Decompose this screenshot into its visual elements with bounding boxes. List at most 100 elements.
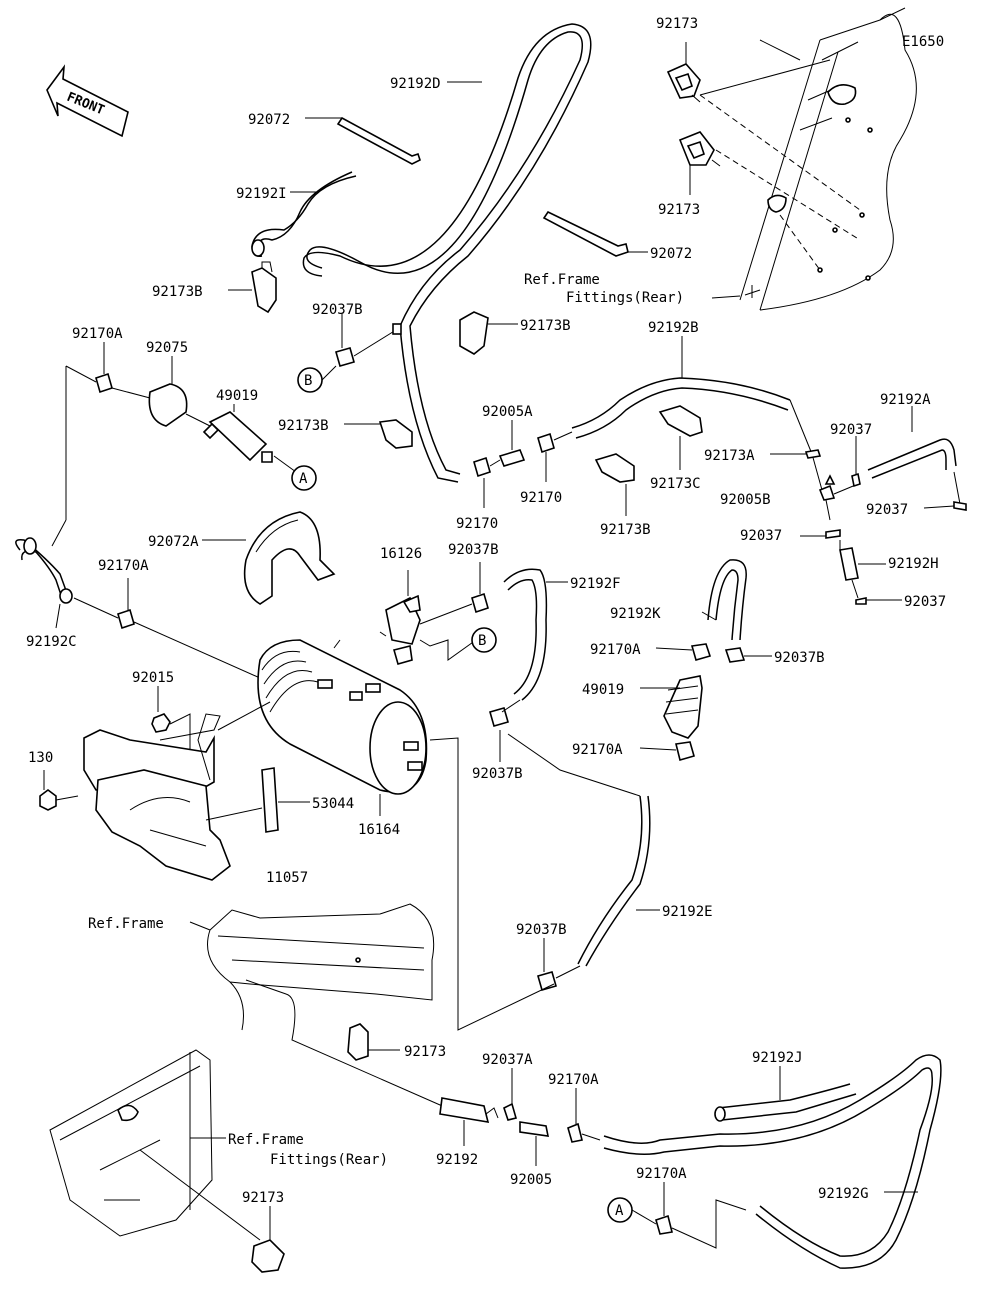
- label-16164: 16164: [358, 822, 400, 838]
- label-49019-a: 49019: [216, 388, 258, 404]
- label-92075: 92075: [146, 340, 188, 356]
- label-53044: 53044: [312, 796, 354, 812]
- clamps-92037-right: [770, 436, 967, 605]
- hose-92192: [439, 1097, 499, 1146]
- label-92170A-b: 92170A: [98, 558, 149, 574]
- label-92173C: 92173C: [650, 476, 701, 492]
- callout-A-lower-label: A: [615, 1203, 624, 1219]
- label-92015: 92015: [132, 670, 174, 686]
- callout-A-upper-label: A: [299, 471, 308, 487]
- ref-frame-fittings-2-line1: Ref.Frame: [228, 1132, 304, 1148]
- label-92192A: 92192A: [880, 392, 931, 408]
- label-92005A: 92005A: [482, 404, 533, 420]
- clamp-92170A-top: [65, 342, 151, 520]
- label-92192D: 92192D: [390, 76, 441, 92]
- hose-clip-92173B-left: [228, 261, 277, 314]
- hose-clip-92173B-lower: [594, 453, 635, 516]
- hose-clip-92173C: [658, 405, 703, 470]
- clamp-92170A-right: [655, 643, 712, 661]
- hose-92192E: [507, 733, 660, 967]
- canister-16164: [217, 639, 428, 816]
- label-92037B-a: 92037B: [312, 302, 363, 318]
- label-92037B-c: 92037B: [774, 650, 825, 666]
- label-92192I: 92192I: [236, 186, 287, 202]
- hose-clip-92173-top: [666, 42, 701, 103]
- clamp-92170A-bottom: [567, 1088, 601, 1143]
- label-92037B-e: 92037B: [516, 922, 567, 938]
- label-92170-b: 92170: [456, 516, 498, 532]
- frame-lower-drawing: [189, 903, 457, 1113]
- hose-92192H: [839, 540, 886, 599]
- clamp-92170A-lower-right: [631, 1182, 747, 1249]
- label-92173A: 92173A: [704, 448, 755, 464]
- ref-frame-fittings-2-line2: Fittings(Rear): [270, 1152, 388, 1168]
- label-92170A-e: 92170A: [548, 1072, 599, 1088]
- nut-92015: [151, 686, 191, 750]
- bracket-cover-11057: [83, 713, 231, 881]
- label-92170A-d: 92170A: [572, 742, 623, 758]
- label-92173-b: 92173: [658, 202, 700, 218]
- label-49019-b: 49019: [582, 682, 624, 698]
- ref-leader-1: [711, 295, 741, 299]
- label-92192B: 92192B: [648, 320, 699, 336]
- label-92173-d: 92173: [242, 1190, 284, 1206]
- label-92170A-c: 92170A: [590, 642, 641, 658]
- hose-92192F: [503, 568, 568, 701]
- label-92170-a: 92170: [520, 490, 562, 506]
- clamp-92037B-right: [724, 647, 772, 663]
- clamp-92037B-lower: [429, 737, 581, 1031]
- label-92005B: 92005B: [720, 492, 771, 508]
- frame-fittings-rear-lower: [49, 1049, 261, 1241]
- fuel-filter-49019-right: [640, 675, 703, 739]
- bracket-92075: [148, 356, 211, 427]
- hose-92192I: [251, 171, 357, 258]
- callout-B-upper-label: B: [304, 373, 312, 389]
- label-92037B-d: 92037B: [472, 766, 523, 782]
- tee-joint-92005B: [811, 453, 859, 521]
- hose-clip-92173-second: [678, 131, 721, 195]
- clamp-92037A: [503, 1068, 517, 1121]
- label-92192F: 92192F: [570, 576, 621, 592]
- label-92072-b: 92072: [650, 246, 692, 262]
- hose-92192B: [571, 336, 813, 455]
- label-92037-b: 92037: [866, 502, 908, 518]
- label-92192K: 92192K: [610, 606, 661, 622]
- clip-92173-lower-mid: [347, 1023, 400, 1061]
- clamp-92170A-left: [117, 578, 261, 679]
- clamp-92037B-lower-mid: [489, 699, 521, 762]
- label-92005: 92005: [510, 1172, 552, 1188]
- label-92037-d: 92037: [904, 594, 946, 610]
- joint-92005A: [498, 420, 526, 467]
- label-130: 130: [28, 750, 53, 766]
- label-92037A: 92037A: [482, 1052, 533, 1068]
- label-92192H: 92192H: [888, 556, 939, 572]
- diagram-code: E1650: [902, 34, 944, 50]
- label-92173B-b: 92173B: [520, 318, 571, 334]
- label-92173B-a: 92173B: [152, 284, 203, 300]
- callout-B-upper: [297, 367, 323, 393]
- hose-clip-92173B-mid: [459, 311, 518, 355]
- frame-rear-fittings-drawing: [699, 7, 917, 311]
- clamp-92170A-filter: [639, 741, 695, 761]
- label-92072A: 92072A: [148, 534, 199, 550]
- label-92173B-d: 92173B: [600, 522, 651, 538]
- label-92170A-f: 92170A: [636, 1166, 687, 1182]
- label-92192G: 92192G: [818, 1186, 869, 1202]
- hose-92192C: [15, 519, 119, 629]
- joint-92005: [519, 1121, 550, 1166]
- hose-92192G: [603, 1054, 942, 1269]
- ref-frame-fittings-1-line1: Ref.Frame: [524, 272, 600, 288]
- clamp-92170-right: [537, 431, 573, 482]
- callout-B-lower: [471, 627, 497, 653]
- label-92192J: 92192J: [752, 1050, 803, 1066]
- hose-92192A: [867, 406, 961, 505]
- label-11057: 11057: [266, 870, 308, 886]
- label-92072-a: 92072: [248, 112, 290, 128]
- clip-92173-bottom: [251, 1206, 285, 1273]
- clamp-92037B-mid: [419, 562, 489, 625]
- guard-92072A: [202, 511, 336, 605]
- label-16126: 16126: [380, 546, 422, 562]
- label-92173-a: 92173: [656, 16, 698, 32]
- front-arrow-icon: FRONT: [46, 64, 129, 138]
